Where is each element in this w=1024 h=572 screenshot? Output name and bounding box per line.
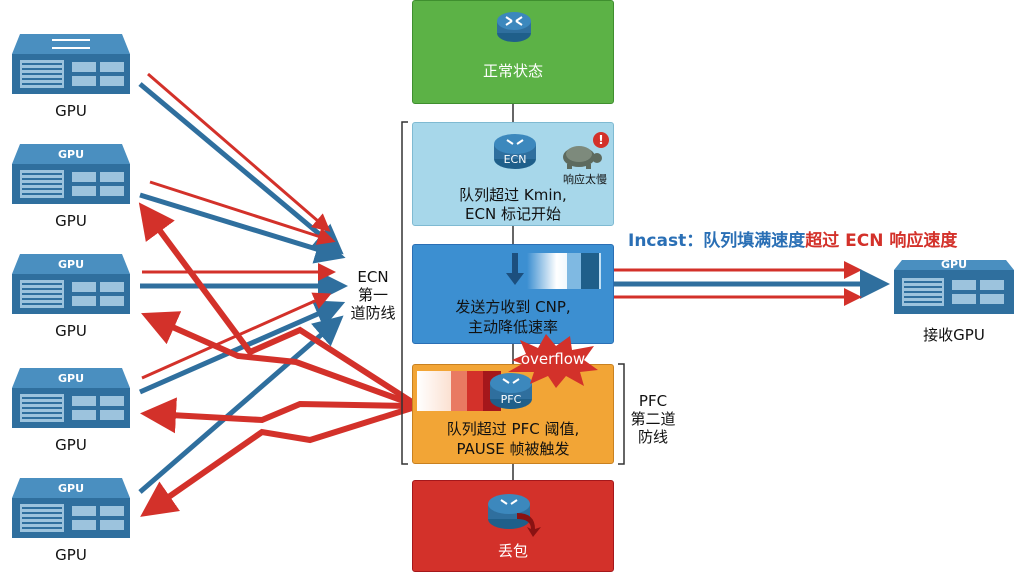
incast-prefix: Incast：: [628, 231, 704, 251]
server-badge: GPU: [57, 258, 85, 271]
server-icon: [12, 34, 130, 94]
overflow-label: overflow: [520, 350, 586, 368]
pause-arrow-2: [141, 311, 414, 407]
ecn-bracket: [401, 121, 408, 465]
ecn-router-label: ECN: [503, 153, 527, 166]
server-icon: [12, 478, 130, 538]
svg-text:!: !: [598, 133, 603, 147]
cnp-line2: 主动降低速率: [467, 318, 558, 336]
sender1-blue-arrow: [138, 82, 344, 255]
ecn-defense-line1: ECN: [357, 268, 389, 286]
server-badge: GPU: [57, 482, 85, 495]
incast-part2: 超过 ECN 响应速度: [805, 231, 958, 251]
pause-arrow-3: [140, 397, 413, 434]
drop-label: 丢包: [497, 542, 528, 560]
pfc-bracket: [618, 363, 625, 465]
receiver-gpu: GPU 接收GPU: [892, 252, 1016, 345]
sender-label: GPU: [55, 436, 87, 454]
pfc-router-label: PFC: [500, 393, 522, 406]
sender4-blue-arrow: [138, 300, 346, 395]
sender-gpu: GPU GPU: [10, 474, 132, 564]
receiver-server-icon: [894, 260, 1014, 314]
server-badge: GPU: [57, 148, 85, 161]
receiver-badge: GPU: [940, 258, 968, 271]
incast-part1: 队列填满速度: [703, 231, 806, 251]
state-ecn: ECN ! 响应太慢 队列超过 Kmin, ECN 标记开始: [412, 122, 614, 226]
turtle-icon: !: [563, 132, 609, 169]
sender4-red-arrow: [141, 292, 332, 380]
turtle-label: 响应太慢: [563, 173, 607, 186]
queue-bar-cnp: [527, 253, 601, 289]
pfc-router-icon: [490, 373, 532, 409]
down-arrow-icon: [506, 253, 524, 285]
sender-gpu: GPU GPU: [10, 364, 132, 454]
router-icon: [497, 12, 531, 42]
sender1-red-arrow: [147, 72, 331, 232]
overflow-burst: [508, 334, 598, 388]
sender-label: GPU: [55, 212, 87, 230]
state-drop: 丢包: [412, 480, 614, 572]
receiver-label: 接收GPU: [923, 326, 985, 344]
server-icon: [12, 368, 130, 428]
sender-label: GPU: [55, 102, 87, 120]
sender-label: GPU: [55, 322, 87, 340]
ecn-defense-line2: 第一: [357, 286, 388, 304]
ecn-defense-line3: 道防线: [350, 304, 396, 322]
sender-gpu: GPU: [10, 30, 132, 120]
ecn-line2: ECN 标记开始: [465, 205, 561, 223]
sender-gpu: GPU GPU: [10, 140, 132, 230]
pfc-line1: 队列超过 PFC 阈值,: [446, 420, 580, 438]
ecn-defense-label: ECN 第一 道防线: [346, 268, 400, 322]
pause-arrow-4: [140, 405, 413, 517]
server-badge: GPU: [57, 372, 85, 385]
queue-bar-pfc: [417, 371, 501, 411]
state-cnp: 发送方收到 CNP, 主动降低速率: [412, 244, 614, 344]
state-normal: 正常状态: [412, 0, 614, 104]
ecn-line1: 队列超过 Kmin,: [459, 186, 567, 204]
pfc-defense-line3: 防线: [637, 428, 668, 446]
sender2-red-arrow: [149, 180, 336, 245]
ecn-router-icon: [494, 134, 536, 169]
incast-heading: Incast：队列填满速度超过 ECN 响应速度: [628, 226, 1024, 251]
sender-label: GPU: [55, 546, 87, 564]
pfc-defense-line1: PFC: [638, 392, 668, 410]
pfc-line2: PAUSE 帧被触发: [456, 440, 570, 458]
drop-router-icon: [488, 494, 541, 537]
state-normal-label: 正常状态: [482, 62, 543, 80]
cnp-line1: 发送方收到 CNP,: [455, 298, 571, 316]
pfc-defense-label: PFC 第二道 防线: [626, 392, 680, 446]
sender-gpu: GPU GPU: [10, 250, 132, 340]
server-icon: [12, 144, 130, 204]
server-icon: [12, 254, 130, 314]
sender5-blue-arrow: [138, 315, 344, 494]
pfc-defense-line2: 第二道: [630, 410, 676, 428]
pause-arrow-1: [138, 202, 414, 405]
